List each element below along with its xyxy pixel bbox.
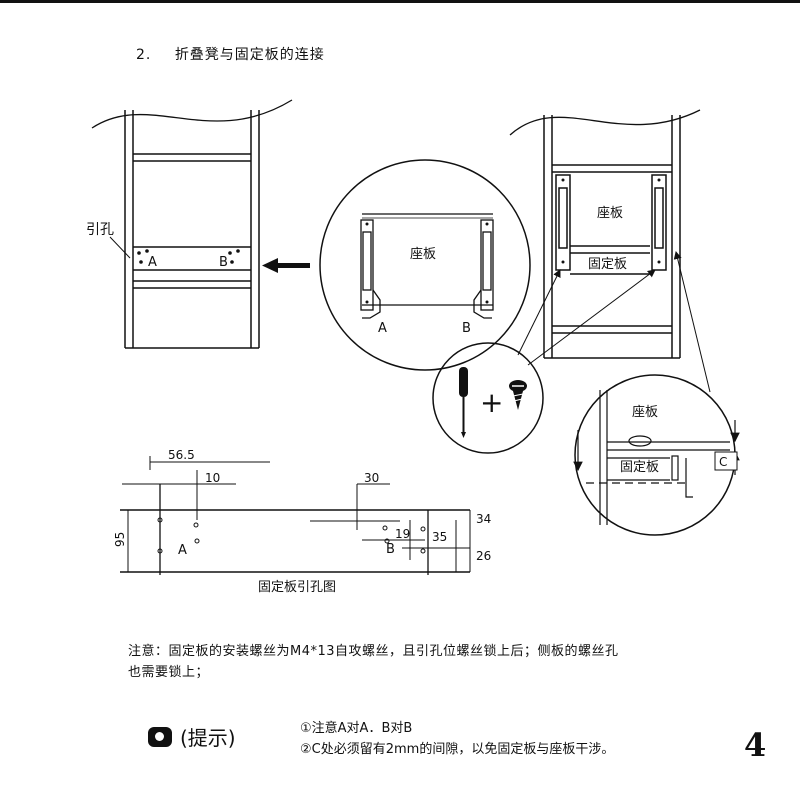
note-line-1: 注意：固定板的安装螺丝为M4*13自攻螺丝，且引孔位螺丝锁上后；侧板的螺丝孔 — [128, 644, 619, 659]
dim-56-5: 56.5 — [168, 448, 195, 462]
right-cabinet-view — [509, 109, 701, 359]
dim-95: 95 — [113, 532, 127, 547]
zoom-circle — [319, 159, 531, 371]
right-seat-board-label: 座板 — [597, 206, 623, 221]
section-heading: 2. 折叠凳与固定板的连接 — [136, 44, 325, 64]
left-holes — [137, 249, 240, 264]
tips-heading: (提示) — [148, 722, 236, 751]
tip-item-1: ①注意A对A．B对B — [300, 721, 413, 736]
drawing-point-a: A — [178, 543, 187, 558]
dim-10: 10 — [205, 471, 220, 485]
detail-seat-board-label: 座板 — [632, 405, 658, 420]
page-number: 4 — [744, 726, 767, 764]
tips-title: (提示) — [180, 726, 236, 750]
drawing-holes — [157, 517, 426, 554]
left-cabinet-view — [91, 99, 293, 349]
tip-camera-icon — [148, 726, 172, 747]
screw-icon — [509, 380, 527, 410]
drawing-caption: 固定板引孔图 — [258, 580, 336, 595]
drawing-point-b: B — [386, 542, 395, 557]
tip-item-2: ②C处必须留有2mm的间隙，以免固定板与座板干涉。 — [300, 742, 615, 757]
leader-lines — [517, 251, 711, 393]
zoom-point-b: B — [462, 321, 471, 336]
hole-label: 引孔 — [86, 222, 114, 238]
tips-list: ①注意A对A．B对B ②C处必须留有2mm的间隙，以免固定板与座板干涉。 — [300, 718, 614, 760]
left-point-b: B — [219, 255, 228, 270]
fixed-board-hole-drawing — [120, 456, 471, 575]
dim-19: 19 — [395, 527, 410, 541]
pointer-arrow — [262, 258, 310, 273]
dim-35: 35 — [432, 530, 447, 544]
section-title: 折叠凳与固定板的连接 — [174, 47, 325, 63]
note-line-2: 也需要锁上； — [128, 665, 210, 680]
detail-circle — [573, 374, 740, 536]
installation-note: 注意：固定板的安装螺丝为M4*13自攻螺丝，且引孔位螺丝锁上后；侧板的螺丝孔 也… — [128, 641, 728, 683]
section-number: 2. — [136, 47, 152, 63]
dim-34: 34 — [476, 512, 491, 526]
dim-30: 30 — [364, 471, 379, 485]
zoom-point-a: A — [378, 321, 387, 336]
gap-c-label: C — [719, 455, 727, 469]
top-border — [0, 0, 800, 3]
left-point-a: A — [148, 255, 157, 270]
right-fixed-board-label: 固定板 — [588, 257, 627, 272]
zoom-seat-board-label: 座板 — [410, 247, 436, 262]
right-holes — [561, 178, 661, 264]
detail-fixed-board-label: 固定板 — [620, 460, 659, 475]
plus-sign: + — [480, 386, 503, 419]
screwdriver-icon — [459, 367, 468, 438]
dim-26: 26 — [476, 549, 491, 563]
tools-circle — [432, 342, 544, 454]
